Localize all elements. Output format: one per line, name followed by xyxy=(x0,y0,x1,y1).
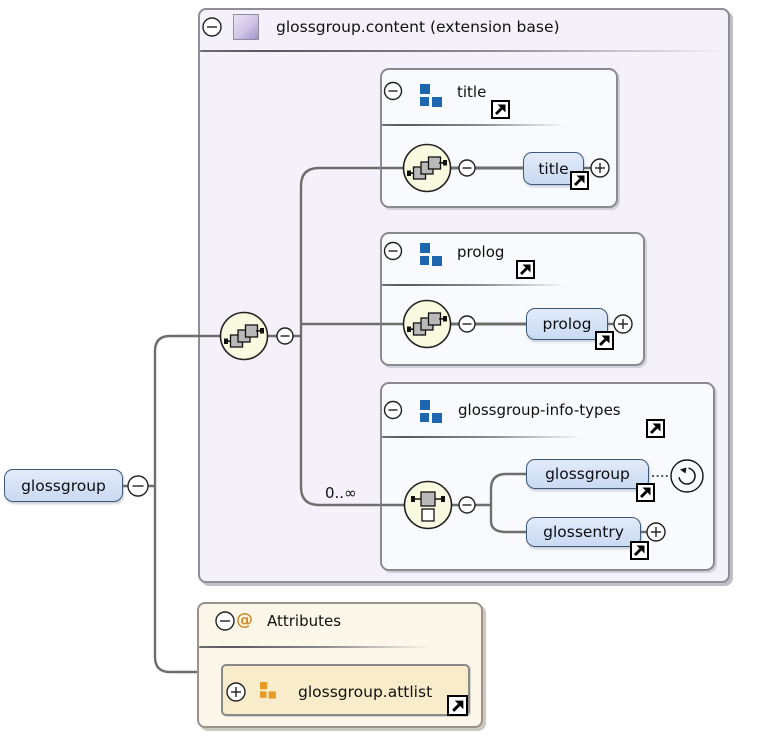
link-arrow-icon-glossentry-element[interactable] xyxy=(630,541,649,560)
link-arrow-icon-prolog-element[interactable] xyxy=(595,331,614,350)
title-header-separator xyxy=(382,124,566,126)
link-arrow-icon-title-group[interactable] xyxy=(491,100,510,119)
glossentry-element-box[interactable]: glossentry xyxy=(526,517,641,547)
complex-type-icon xyxy=(233,14,259,40)
title-group-header-label: title xyxy=(457,83,487,101)
info-group-header-label: glossgroup-info-types xyxy=(458,401,621,419)
attributes-header-label: Attributes xyxy=(267,612,342,630)
title-element-box[interactable]: title xyxy=(523,152,584,185)
prolog-element-label: prolog xyxy=(542,315,592,333)
glossentry-element-label: glossentry xyxy=(543,523,624,541)
attlist-label: glossgroup.attlist xyxy=(298,683,433,701)
attributes-header-separator xyxy=(199,646,431,648)
glossgroup-element-label: glossgroup xyxy=(545,465,630,483)
root-element-box[interactable]: glossgroup xyxy=(4,469,123,502)
link-arrow-icon-attlist[interactable] xyxy=(447,695,468,716)
attlist-group-box xyxy=(221,664,470,716)
prolog-element-box[interactable]: prolog xyxy=(526,308,608,340)
attributes-at-icon: @ xyxy=(236,610,253,630)
collapse-toggle-root[interactable] xyxy=(127,475,149,497)
link-arrow-icon-title-element[interactable] xyxy=(570,171,589,190)
occurrence-label: 0..∞ xyxy=(325,484,357,502)
title-element-label: title xyxy=(538,159,569,178)
link-arrow-icon-prolog-group[interactable] xyxy=(516,260,535,279)
link-arrow-icon-glossgroup-element[interactable] xyxy=(636,483,655,502)
link-arrow-icon-info-group[interactable] xyxy=(646,419,665,438)
container-header-separator xyxy=(200,50,726,52)
info-header-separator xyxy=(382,436,582,438)
container-header-label: glossgroup.content (extension base) xyxy=(276,18,560,36)
root-element-label: glossgroup xyxy=(21,476,106,495)
prolog-header-separator xyxy=(382,284,566,286)
glossgroup-element-box[interactable]: glossgroup xyxy=(526,459,649,489)
prolog-group-header-label: prolog xyxy=(457,243,505,261)
